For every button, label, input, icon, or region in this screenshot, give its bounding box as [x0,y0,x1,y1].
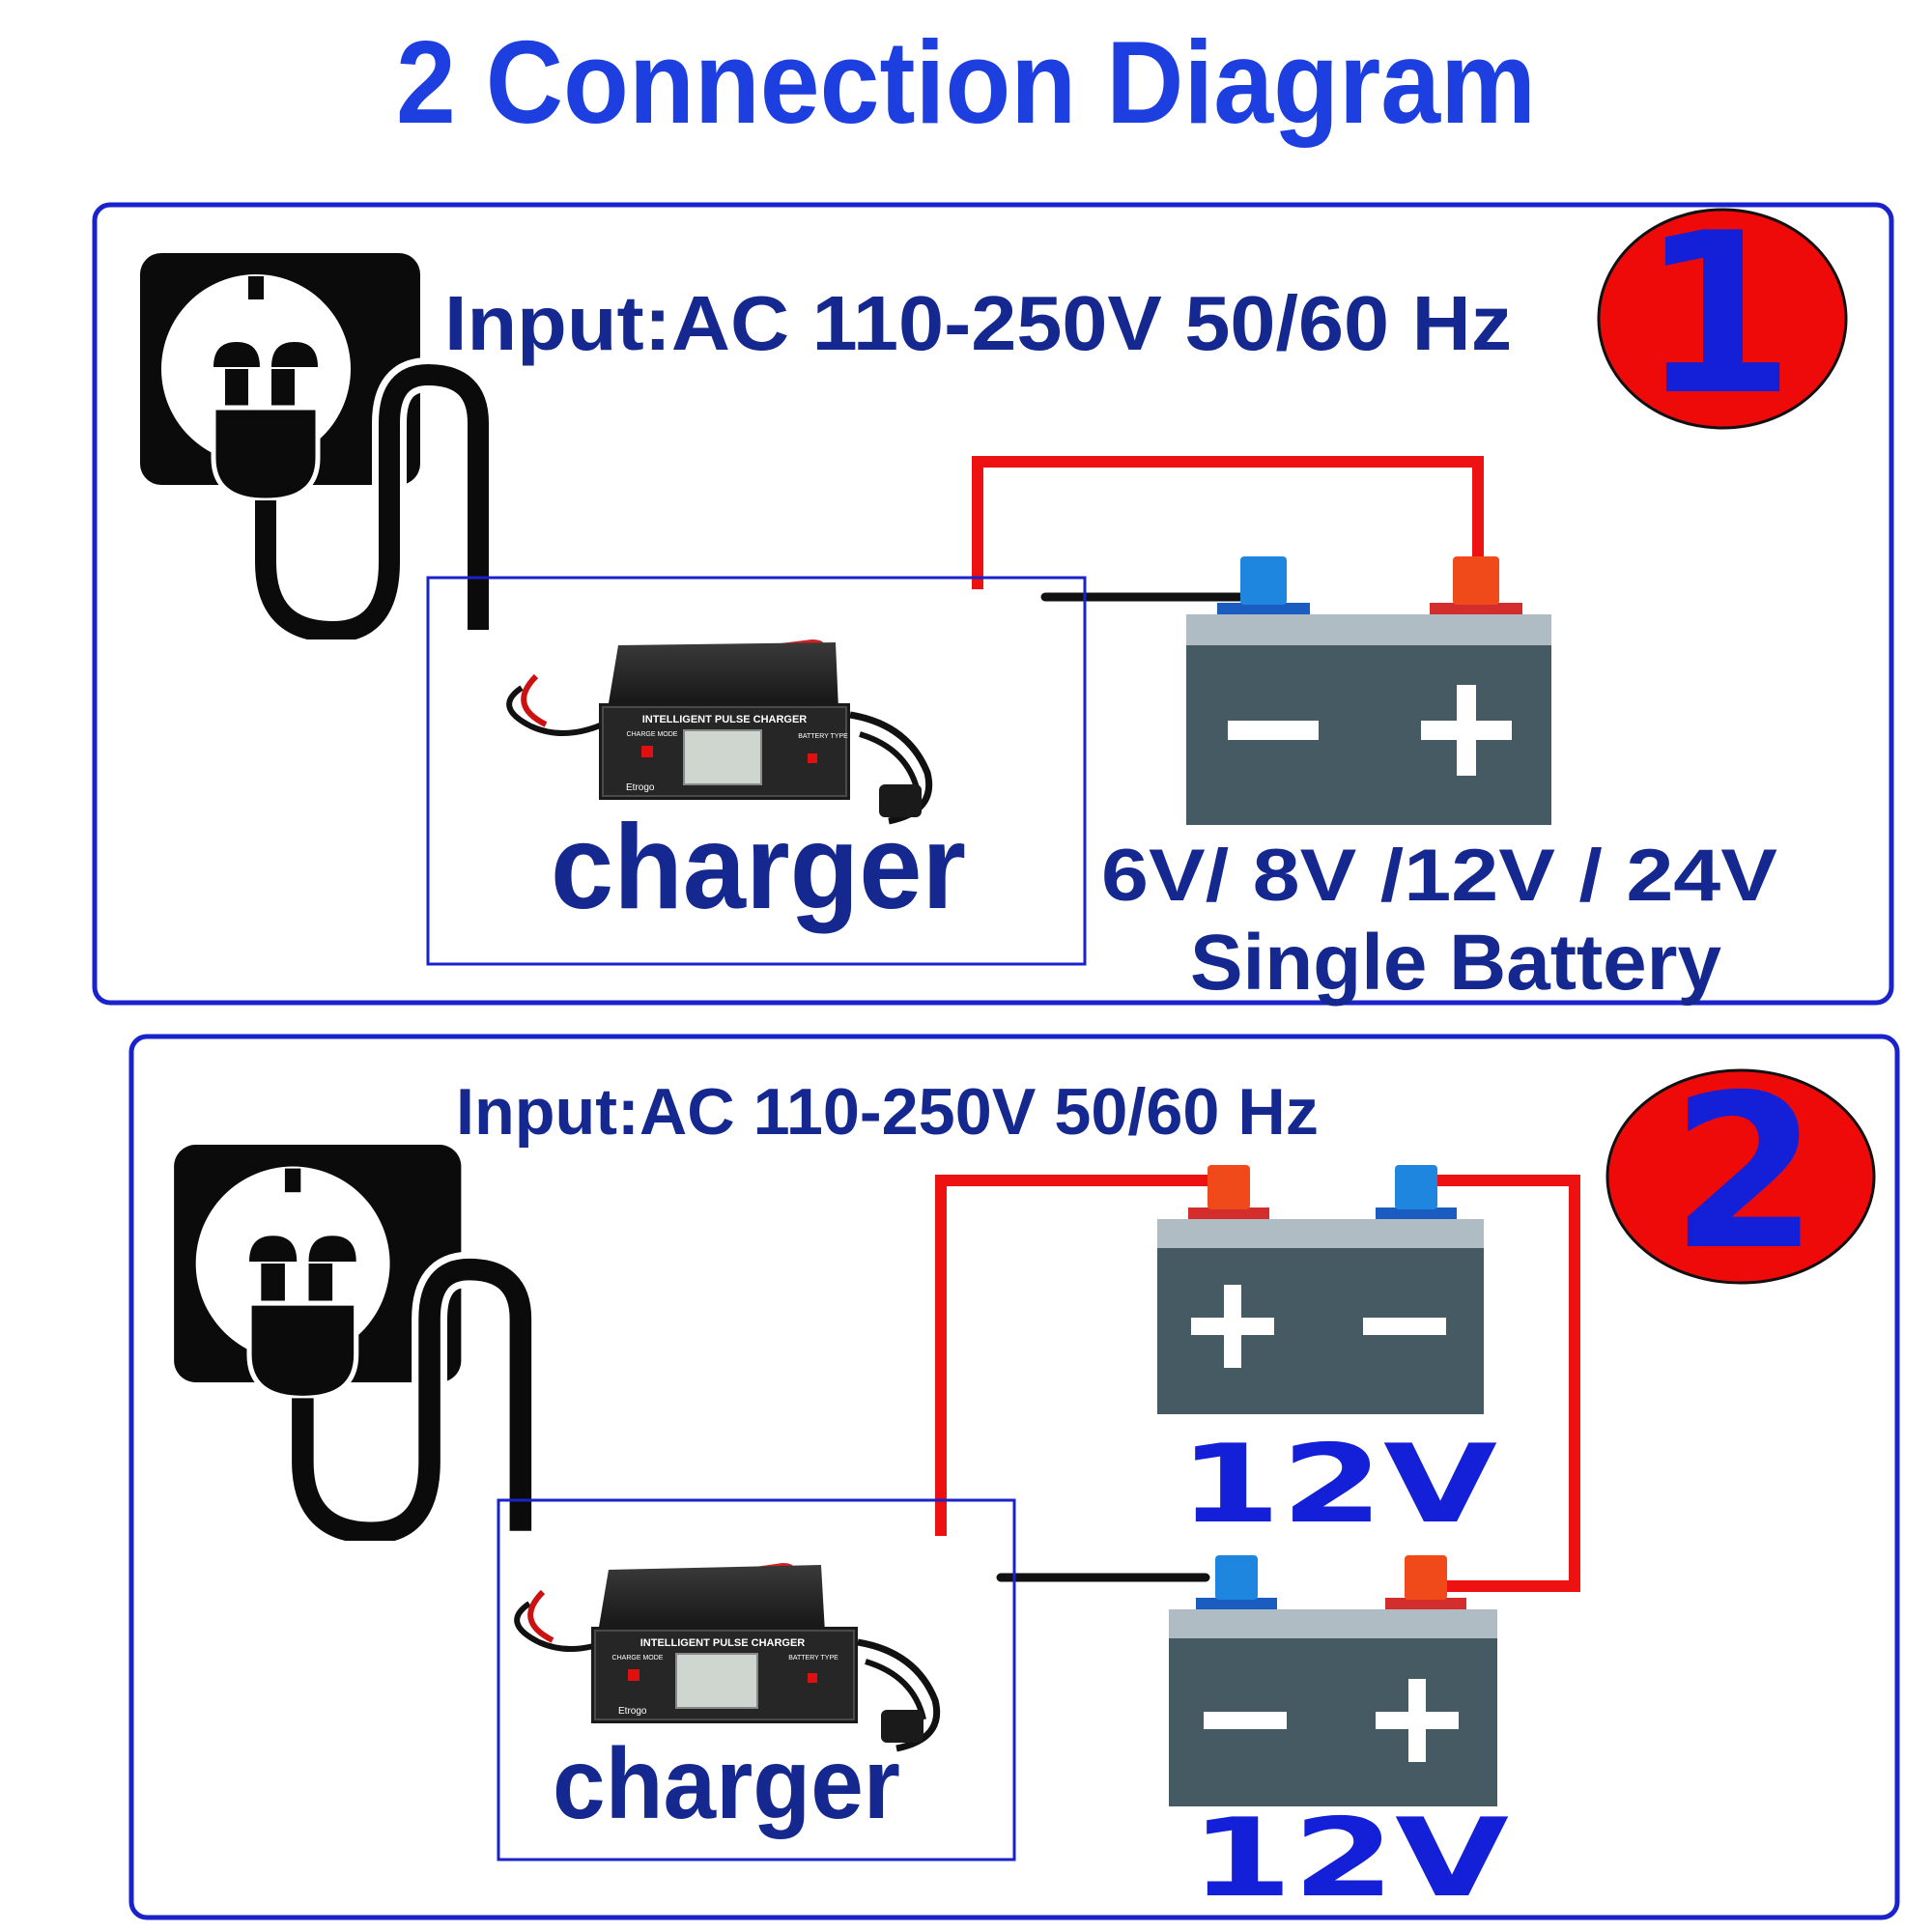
battery-bottom [1169,1555,1497,1806]
minus-icon [1204,1712,1287,1729]
charger-brand-text: INTELLIGENT PULSE CHARGER [642,714,808,725]
plug-icon [140,253,478,632]
panel-1: Input:AC 110-250V 50/60 Hz 1 INTELLIGENT… [92,186,1894,1007]
charger-mode-text: CHARGE MODE [627,731,678,738]
minus-icon [1228,721,1319,740]
page-title: 2 Connection Diagram [396,16,1536,148]
battery-voltage-label: 12V [1179,1422,1497,1548]
red-wire [972,456,1484,589]
charger-box [497,1498,1016,1861]
charger-battery-type-text: BATTERY TYPE [798,733,848,740]
battery [1186,556,1551,825]
panel-1-frame [92,202,1894,1006]
charger-label: charger [551,801,966,934]
charger-image: INTELLIGENT PULSE CHARGER CHARGE MODE BA… [514,1563,941,1752]
red-wire [935,1175,1215,1536]
charger-label: charger [553,1728,900,1840]
plus-icon [1376,1679,1459,1762]
battery-top [1157,1165,1484,1414]
input-label: Input:AC 110-250V 50/60 Hz [444,280,1512,366]
charger-image: INTELLIGENT PULSE CHARGER CHARGE MODE BA… [506,639,933,825]
charger-battery-type-text: BATTERY TYPE [788,1655,838,1662]
red-wire [1420,1175,1580,1592]
charger-mode-text: CHARGE MODE [612,1655,664,1662]
voltage-label: 6V/ 8V /12V / 24V [1101,835,1777,917]
plus-icon [1421,685,1512,776]
input-label: Input:AC 110-250V 50/60 Hz [456,1075,1319,1149]
minus-icon [1363,1318,1446,1335]
badge-number: 2 [1670,1049,1818,1296]
panel-2-frame [128,1034,1900,1920]
panel-2: Input:AC 110-250V 50/60 Hz 2 INTELLIGENT… [128,1034,1900,1921]
charger-box [426,576,1087,966]
badge-number: 1 [1640,186,1795,444]
number-badge-1: 1 [1597,186,1848,444]
plug-icon [174,1145,521,1533]
charger-logo-text: Etrogo [618,1706,647,1717]
plus-icon [1191,1285,1274,1368]
charger-logo-text: Etrogo [626,782,655,793]
battery-voltage-label: 12V [1190,1796,1509,1921]
number-badge-2: 2 [1605,1049,1876,1296]
mode-label: Single Battery [1190,919,1721,1007]
charger-brand-text: INTELLIGENT PULSE CHARGER [640,1637,806,1649]
